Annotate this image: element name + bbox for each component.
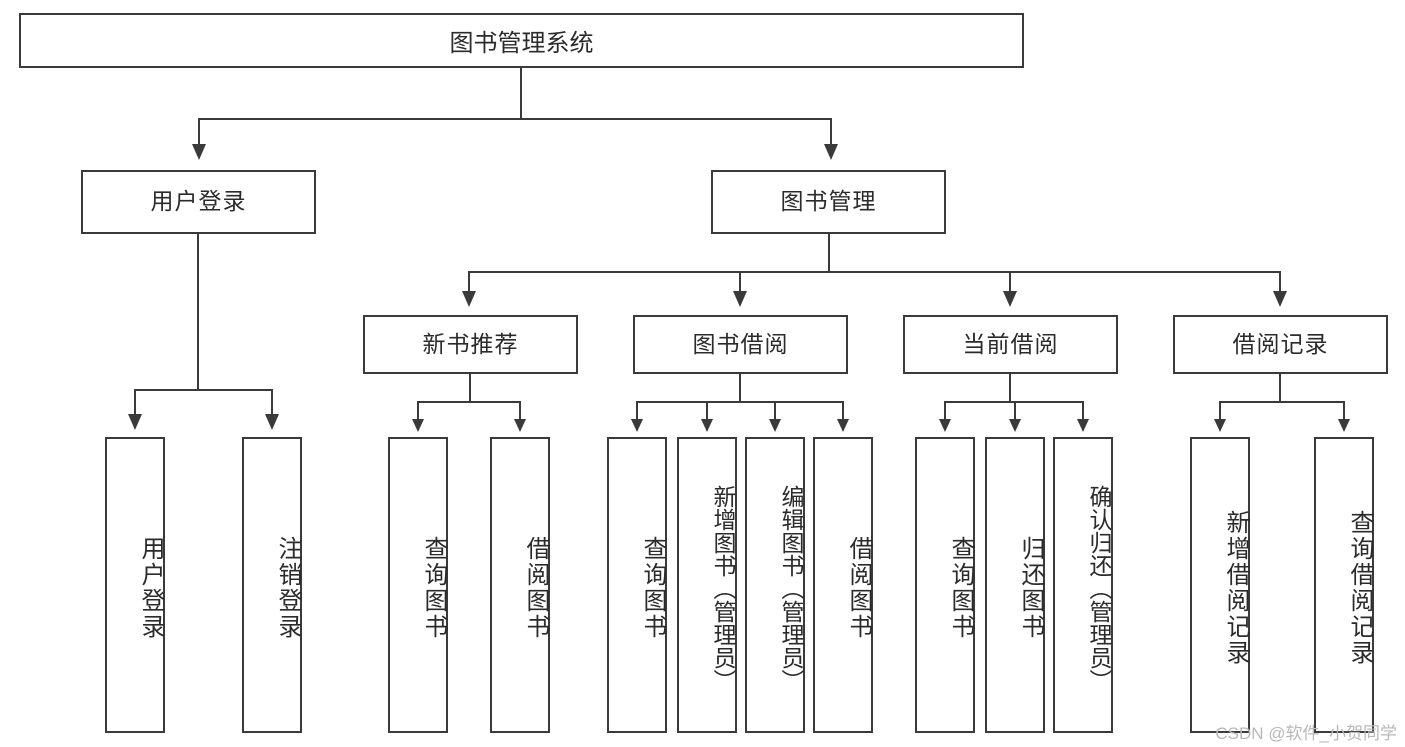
connector-new-book-stem bbox=[469, 374, 471, 402]
connector-book-mgmt-branch-4 bbox=[1279, 271, 1281, 293]
connector-borrow-record-bus bbox=[1219, 401, 1345, 403]
arrowhead-to-book-mgmt bbox=[824, 144, 838, 160]
leaf-book-borrow-query[interactable]: 查询图书 bbox=[607, 437, 667, 733]
arrowhead-leaf-book-borrow-2 bbox=[701, 419, 713, 432]
connector-book-borrow-bus bbox=[636, 401, 844, 403]
node-label: 用户登录 bbox=[137, 536, 164, 640]
connector-borrow-record-branch-2 bbox=[1343, 401, 1345, 420]
connector-root-to-book-mgmt bbox=[830, 118, 832, 146]
connector-user-login-branch-2 bbox=[271, 389, 273, 416]
connector-book-mgmt-bus bbox=[468, 271, 1280, 273]
connector-book-borrow-branch-1 bbox=[636, 401, 638, 420]
node-label: 新增借阅记录 bbox=[1222, 510, 1249, 666]
node-root-system[interactable]: 图书管理系统 bbox=[19, 13, 1024, 68]
connector-root-stem bbox=[520, 68, 522, 119]
leaf-borrow-record-add[interactable]: 新增借阅记录 bbox=[1190, 437, 1250, 733]
arrowhead-leaf-book-borrow-3 bbox=[769, 419, 781, 432]
arrowhead-level3-4 bbox=[1273, 291, 1287, 307]
leaf-new-book-query[interactable]: 查询图书 bbox=[388, 437, 448, 733]
arrowhead-leaf-user-login-1 bbox=[128, 414, 142, 430]
leaf-current-borrow-confirm-return[interactable]: 确认归还（管理员） bbox=[1053, 437, 1113, 733]
node-user-login[interactable]: 用户登录 bbox=[81, 170, 316, 234]
connector-book-mgmt-branch-2 bbox=[739, 271, 741, 293]
arrowhead-leaf-borrow-record-2 bbox=[1338, 419, 1350, 432]
connector-current-borrow-stem bbox=[1009, 374, 1011, 402]
arrowhead-level3-2 bbox=[733, 291, 747, 307]
leaf-current-borrow-query[interactable]: 查询图书 bbox=[915, 437, 975, 733]
leaf-current-borrow-return[interactable]: 归还图书 bbox=[985, 437, 1045, 733]
node-current-borrow[interactable]: 当前借阅 bbox=[903, 315, 1118, 374]
node-label: 查询图书 bbox=[947, 536, 974, 640]
connector-book-mgmt-stem bbox=[828, 234, 830, 272]
arrowhead-leaf-new-book-2 bbox=[514, 419, 526, 432]
node-label: 查询借阅记录 bbox=[1346, 510, 1373, 666]
connector-current-borrow-branch-2 bbox=[1014, 401, 1016, 420]
node-label: 注销登录 bbox=[274, 536, 301, 640]
leaf-new-book-borrow[interactable]: 借阅图书 bbox=[490, 437, 550, 733]
node-label: 查询图书 bbox=[639, 536, 666, 640]
node-label: 借阅图书 bbox=[845, 536, 872, 640]
arrowhead-to-user-login bbox=[192, 144, 206, 160]
leaf-book-borrow-edit[interactable]: 编辑图书（管理员） bbox=[745, 437, 805, 733]
connector-user-login-stem bbox=[197, 234, 199, 390]
arrowhead-leaf-current-borrow-1 bbox=[939, 419, 951, 432]
connector-book-mgmt-branch-3 bbox=[1009, 271, 1011, 293]
connector-book-borrow-stem bbox=[739, 374, 741, 402]
connector-user-login-bus bbox=[134, 389, 272, 391]
connector-new-book-branch-2 bbox=[519, 401, 521, 420]
connector-book-borrow-branch-3 bbox=[774, 401, 776, 420]
node-label: 图书管理 bbox=[780, 188, 877, 215]
connector-book-borrow-branch-2 bbox=[706, 401, 708, 420]
arrowhead-leaf-new-book-1 bbox=[412, 419, 424, 432]
connector-borrow-record-branch-1 bbox=[1219, 401, 1221, 420]
connector-current-borrow-branch-1 bbox=[944, 401, 946, 420]
leaf-user-login-logout[interactable]: 注销登录 bbox=[242, 437, 302, 733]
node-new-book-recommend[interactable]: 新书推荐 bbox=[363, 315, 578, 374]
node-label: 借阅图书 bbox=[522, 536, 549, 640]
leaf-book-borrow-add[interactable]: 新增图书（管理员） bbox=[677, 437, 737, 733]
connector-new-book-branch-1 bbox=[417, 401, 419, 420]
leaf-user-login-login[interactable]: 用户登录 bbox=[105, 437, 165, 733]
connector-current-borrow-branch-3 bbox=[1082, 401, 1084, 420]
arrowhead-leaf-current-borrow-3 bbox=[1077, 419, 1089, 432]
node-label: 编辑图书（管理员） bbox=[778, 484, 804, 692]
node-book-borrow[interactable]: 图书借阅 bbox=[633, 315, 848, 374]
node-label: 查询图书 bbox=[420, 536, 447, 640]
node-label: 用户登录 bbox=[150, 188, 247, 215]
arrowhead-leaf-borrow-record-1 bbox=[1214, 419, 1226, 432]
arrowhead-level3-1 bbox=[462, 291, 476, 307]
leaf-book-borrow-borrow[interactable]: 借阅图书 bbox=[813, 437, 873, 733]
connector-user-login-branch-1 bbox=[134, 389, 136, 416]
arrowhead-level3-3 bbox=[1003, 291, 1017, 307]
node-label: 当前借阅 bbox=[962, 330, 1059, 357]
arrowhead-leaf-current-borrow-2 bbox=[1009, 419, 1021, 432]
connector-new-book-bus bbox=[417, 401, 521, 403]
node-label: 借阅记录 bbox=[1232, 330, 1329, 357]
node-label: 新书推荐 bbox=[422, 330, 519, 357]
arrowhead-leaf-user-login-2 bbox=[265, 414, 279, 430]
arrowhead-leaf-book-borrow-1 bbox=[631, 419, 643, 432]
node-label: 归还图书 bbox=[1017, 536, 1044, 640]
node-book-management[interactable]: 图书管理 bbox=[711, 170, 946, 234]
connector-book-borrow-branch-4 bbox=[842, 401, 844, 420]
node-borrow-record[interactable]: 借阅记录 bbox=[1173, 315, 1388, 374]
arrowhead-leaf-book-borrow-4 bbox=[837, 419, 849, 432]
connector-root-bus bbox=[198, 118, 832, 120]
node-label: 确认归还（管理员） bbox=[1086, 484, 1112, 692]
leaf-borrow-record-query[interactable]: 查询借阅记录 bbox=[1314, 437, 1374, 733]
node-label: 图书借阅 bbox=[692, 330, 789, 357]
connector-book-mgmt-branch-1 bbox=[468, 271, 470, 293]
node-label: 图书管理系统 bbox=[449, 30, 594, 57]
connector-borrow-record-stem bbox=[1279, 374, 1281, 402]
node-label: 新增图书（管理员） bbox=[710, 484, 736, 692]
connector-root-to-user-login bbox=[198, 118, 200, 146]
